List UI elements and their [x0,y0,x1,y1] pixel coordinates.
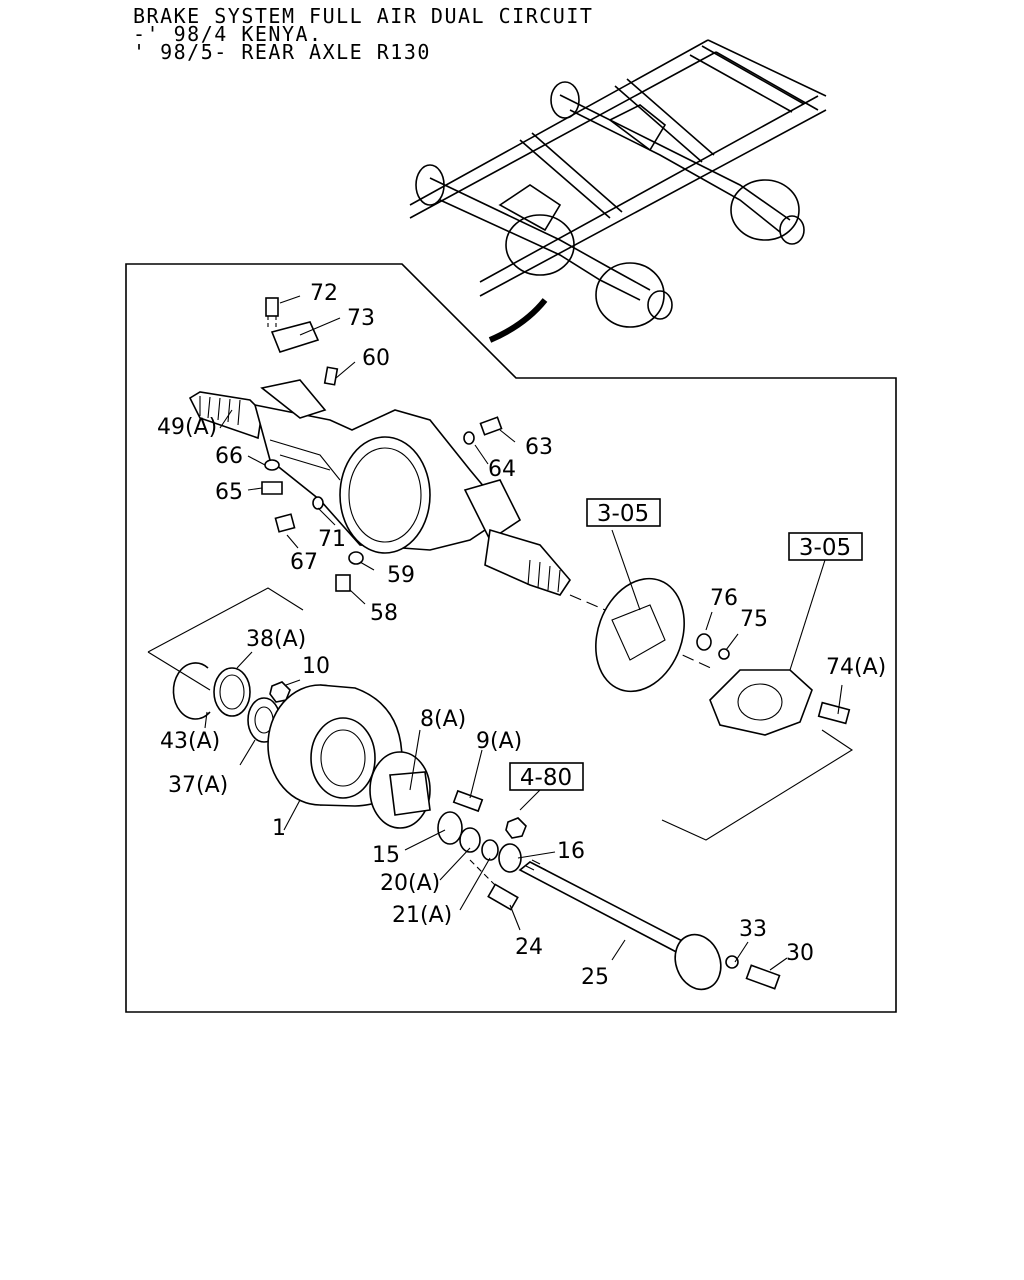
callout-75: 75 [740,607,768,632]
callout-20a: 20(A) [380,871,440,896]
callout-76: 76 [710,586,738,611]
callout-10: 10 [302,654,330,679]
callout-25: 25 [581,965,609,990]
callout-65: 65 [215,480,243,505]
bracket-plate [696,633,851,736]
callout-67: 67 [290,550,318,575]
callout-43a: 43(A) [160,729,220,754]
callout-59: 59 [387,563,415,588]
callout-72: 72 [310,281,338,306]
callout-58: 58 [370,601,398,626]
callout-73: 73 [347,306,375,331]
callout-71: 71 [318,527,346,552]
backing-plate [595,577,685,693]
leader-lines [204,295,843,971]
reference-box-3-label: 4-80 [520,765,572,791]
grouping-lines [147,587,854,841]
callout-21a: 21(A) [392,903,452,928]
callout-16: 16 [557,839,585,864]
callout-8a: 8(A) [420,707,466,732]
callout-49a: 49(A) [157,415,217,440]
axle-shaft [518,859,781,991]
title-line-3: ' 98/5- REAR AXLE R130 [133,40,431,64]
housing-hardware [261,297,503,592]
callout-64: 64 [488,457,516,482]
callout-labels: 72 73 60 49(A) 63 64 66 65 71 67 59 58 7… [157,281,886,990]
callout-38a: 38(A) [246,627,306,652]
detail-frame [125,263,897,1013]
reference-box-3[interactable]: 4-80 [509,762,584,791]
callout-24: 24 [515,935,543,960]
axle-housing [188,379,716,671]
callout-63: 63 [525,435,553,460]
callout-9a: 9(A) [476,729,522,754]
callout-15: 15 [372,843,400,868]
title-line-1: BRAKE SYSTEM FULL AIR DUAL CIRCUIT [133,4,594,28]
reference-box-1[interactable]: 3-05 [586,498,661,527]
vehicle-frame-illustration [409,39,827,343]
title-line-2: -' 98/4 KENYA. [133,22,323,46]
reference-box-2-label: 3-05 [799,535,851,561]
callout-66: 66 [215,444,243,469]
callout-37a: 37(A) [168,773,228,798]
callout-30: 30 [786,941,814,966]
reference-box-2[interactable]: 3-05 [788,532,863,561]
callout-33: 33 [739,917,767,942]
callout-74a: 74(A) [826,655,886,680]
reference-box-1-label: 3-05 [597,501,649,527]
callout-60: 60 [362,346,390,371]
callout-1: 1 [272,816,286,841]
hub-drum-assembly [172,662,527,911]
